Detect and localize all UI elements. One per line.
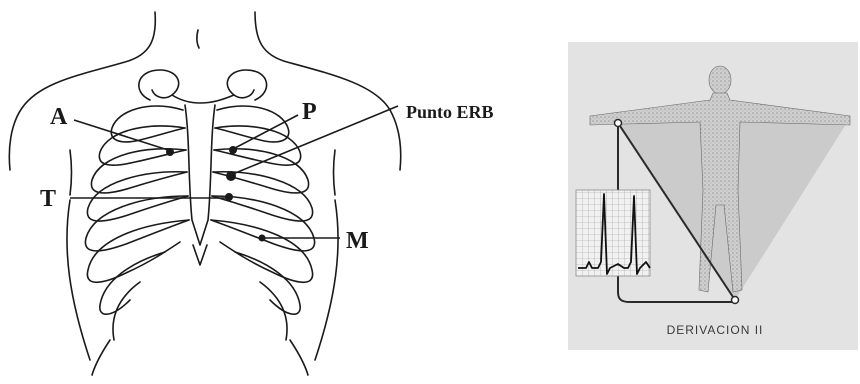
erb-point-marker: [226, 171, 236, 181]
tricuspid-point-marker: [225, 193, 233, 201]
label-erb-point: Punto ERB: [406, 102, 494, 122]
left-leg-electrode: [732, 297, 739, 304]
label-aortic: A: [50, 104, 68, 130]
lead-ii-plate: DERIVACION II: [568, 42, 858, 350]
label-mitral: M: [346, 228, 369, 254]
plate-caption: DERIVACION II: [667, 323, 764, 337]
label-pulmonary: P: [302, 99, 317, 125]
ecg-strip: [576, 190, 650, 276]
right-arm-electrode: [615, 120, 622, 127]
aortic-leader-line: [74, 120, 168, 150]
label-tricuspid: T: [40, 186, 56, 212]
ribcage-illustration: [9, 12, 400, 375]
